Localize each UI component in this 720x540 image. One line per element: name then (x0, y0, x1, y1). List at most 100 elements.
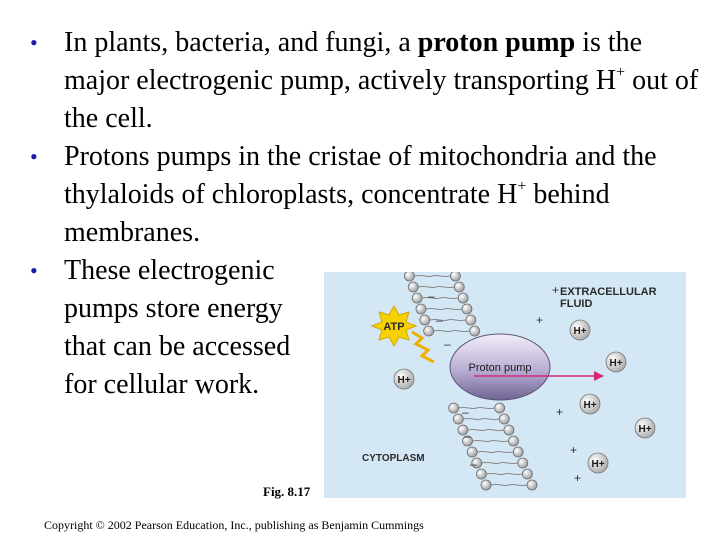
phospholipid-head-icon (475, 468, 487, 480)
phospholipid-head-icon (457, 292, 469, 304)
phospholipid-head-icon (457, 424, 469, 436)
hydrogen-ions: H+ H+ H+ H+ H+ H+ (393, 319, 656, 474)
svg-text:+: + (536, 313, 543, 327)
phospholipid-head-icon (521, 468, 533, 480)
hydrogen-ion-label: H+ (397, 375, 410, 386)
bullet-3-line-2: pumps store energy (64, 293, 283, 324)
bullet-3-line-1: These electrogenic (64, 255, 275, 286)
extracellular-label-line-2: FLUID (560, 298, 592, 310)
bullet-3-line-3: that can be accessed (64, 331, 291, 362)
lipid-tail (458, 406, 495, 410)
phospholipid-head-icon (469, 325, 481, 337)
hydrogen-ion-icon: H+ (569, 319, 591, 341)
hydrogen-ion-label: H+ (591, 459, 604, 470)
arrow-head-icon (594, 371, 604, 381)
lipid-tail (463, 417, 500, 421)
bullet-dot: • (30, 144, 38, 169)
atp-label: ATP (383, 321, 404, 333)
lipid-tail (425, 307, 463, 311)
svg-text:–: – (464, 429, 471, 443)
bullet-dot: • (30, 258, 38, 283)
phospholipid-head-icon (462, 435, 473, 447)
hydrogen-ion-icon: H+ (587, 452, 609, 474)
extracellular-label-line-1: EXTRACELLULAR (560, 286, 657, 298)
phospholipid-head-icon (453, 281, 465, 293)
lipid-tail (421, 296, 459, 300)
hydrogen-ion-label: H+ (583, 400, 596, 411)
bullet-dot: • (30, 30, 38, 55)
phospholipid-head-icon (461, 303, 473, 315)
bullet-item-1: • In plants, bacteria, and fungi, a prot… (30, 24, 700, 138)
phospholipid-head-icon (423, 325, 435, 337)
cytoplasm-label: CYTOPLASM (362, 453, 425, 464)
svg-text:+: + (556, 405, 563, 419)
phospholipid-head-icon (419, 314, 431, 326)
lipid-tail (418, 285, 455, 289)
energy-bolt-icon (411, 330, 435, 364)
phospholipid-head-icon (471, 457, 483, 469)
lipid-tail (467, 428, 505, 432)
lipid-tail (481, 461, 518, 465)
lipid-tail (414, 274, 451, 278)
svg-text:+: + (552, 283, 559, 297)
phospholipid-head-icon (503, 424, 515, 436)
bullet-1-bold-term: proton pump (417, 27, 576, 58)
copyright-notice: Copyright © 2002 Pearson Education, Inc.… (44, 518, 424, 532)
svg-text:–: – (444, 337, 451, 351)
bullet-1-text-end: out of the cell. (64, 65, 699, 134)
proton-pump-label: Proton pump (469, 362, 532, 374)
phospholipid-head-icon (407, 281, 419, 293)
phospholipid-head-icon (494, 402, 506, 414)
bullet-1-text-pre: In plants, bacteria, and fungi, a (64, 27, 418, 58)
lipid-tail (490, 483, 528, 487)
extracellular-label: EXTRACELLULAR FLUID (560, 286, 657, 310)
phospholipid-head-icon (452, 413, 464, 425)
svg-text:+: + (574, 471, 581, 485)
hydrogen-ion-label: H+ (609, 358, 622, 369)
bullet-2-text-pre: Protons pumps in the cristae of mitochon… (64, 141, 657, 210)
svg-text:–: – (428, 289, 435, 303)
phospholipid-head-icon (517, 457, 529, 469)
svg-text:–: – (436, 313, 443, 327)
bullet-2-superscript: + (517, 177, 527, 195)
lipid-tail (477, 450, 514, 454)
atp-starburst-icon: ATP (370, 304, 418, 348)
svg-text:–: – (470, 457, 477, 471)
proton-pump-figure: EXTRACELLULAR FLUID CYTOPLASM – – – – – … (324, 272, 686, 498)
bullet-3-line-4: for cellular work. (64, 369, 260, 400)
phospholipid-head-icon (498, 413, 510, 425)
bullet-2-text-end: behind membranes. (64, 179, 610, 248)
hydrogen-ion-label: H+ (638, 424, 651, 435)
bullet-item-3: • These electrogenic pumps store energy … (30, 252, 700, 404)
figure-caption: Fig. 8.17 (263, 484, 311, 499)
proton-pump-icon (449, 333, 551, 401)
phospholipid-head-icon (448, 402, 460, 414)
bullet-1-superscript: + (616, 63, 626, 81)
lipid-tail (433, 329, 470, 333)
phospholipid-head-icon (526, 479, 538, 491)
bullet-item-2: • Protons pumps in the cristae of mitoch… (30, 138, 700, 252)
bullet-list: • In plants, bacteria, and fungi, a prot… (30, 24, 700, 404)
hydrogen-ion-icon: H+ (579, 393, 601, 415)
hydrogen-ion-label: H+ (573, 326, 586, 337)
lipid-tail (472, 439, 509, 443)
phospholipid-head-icon (508, 435, 519, 447)
phospholipid-head-icon (450, 272, 461, 282)
hydrogen-ion-icon: H+ (393, 368, 415, 390)
membrane (404, 272, 538, 491)
phospholipid-head-icon (465, 314, 477, 326)
hydrogen-ion-icon: H+ (605, 351, 627, 373)
phospholipid-head-icon (512, 446, 524, 458)
lipid-tail (486, 472, 523, 476)
charge-signs: – – – – – – + + + + + (428, 283, 581, 485)
phospholipid-head-icon (411, 292, 423, 304)
phospholipid-head-icon (404, 272, 415, 282)
phospholipid-head-icon (480, 479, 492, 491)
phospholipid-head-icon (466, 446, 478, 458)
hydrogen-ion-icon: H+ (634, 417, 656, 439)
svg-text:+: + (570, 443, 577, 457)
bullet-1-text-mid: is the major electrogenic pump, actively… (64, 27, 643, 96)
phospholipid-head-icon (415, 303, 427, 315)
lipid-tail (429, 318, 466, 322)
svg-text:–: – (462, 405, 469, 419)
